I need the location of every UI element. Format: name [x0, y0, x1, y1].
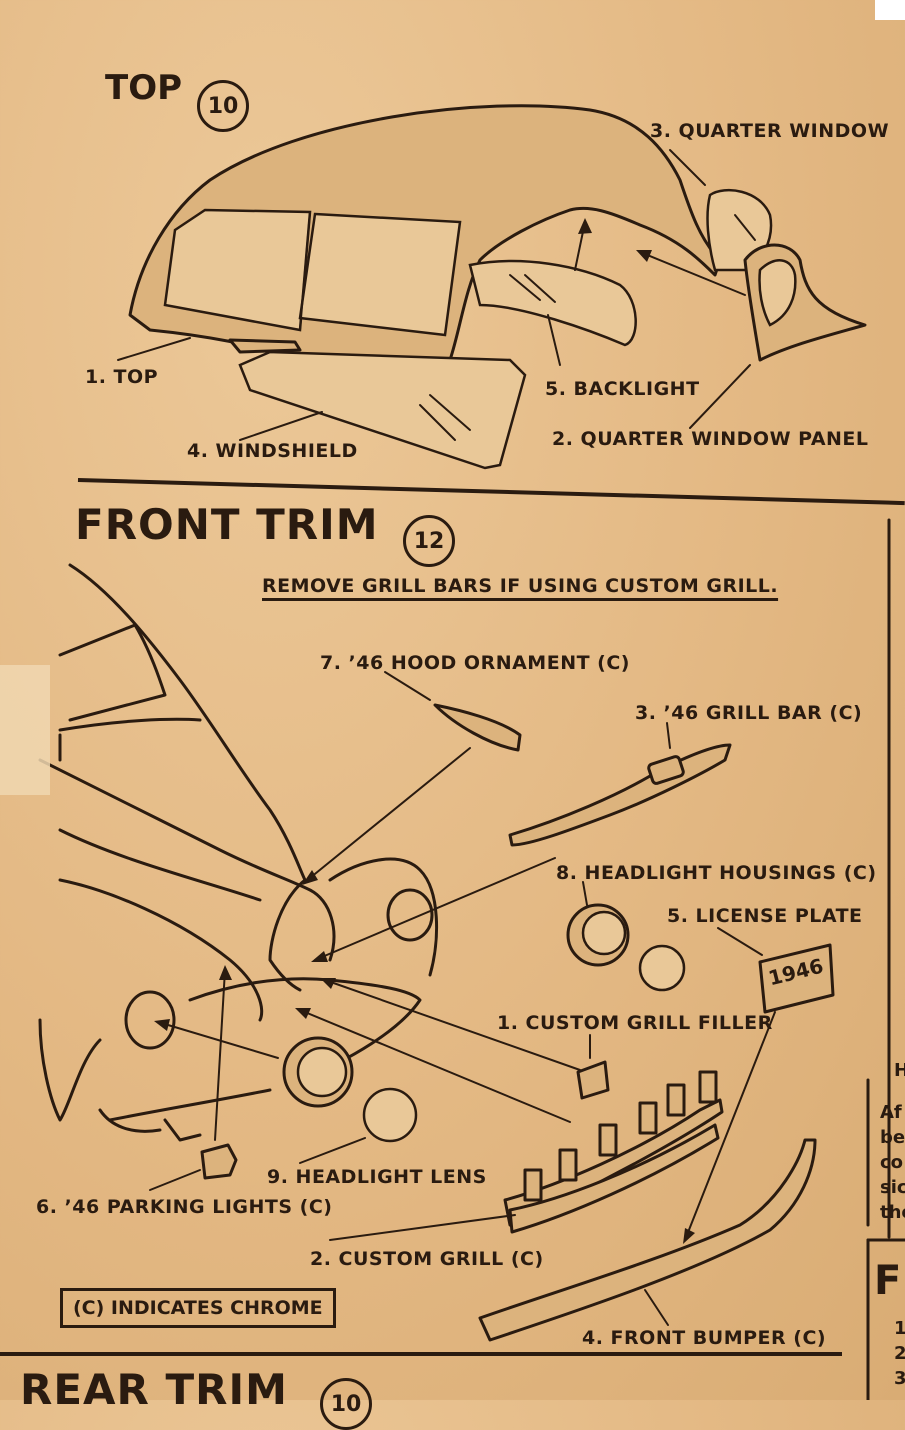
custom-grill-filler-part	[576, 1060, 610, 1100]
front-trim-section-number: 12	[403, 515, 455, 567]
label-headlight-lens: 9. HEADLIGHT LENS	[267, 1166, 487, 1188]
grill-bar-part	[508, 743, 732, 847]
rear-trim-section-number: 10	[320, 1378, 372, 1430]
chrome-note: (C) INDICATES CHROME	[60, 1288, 336, 1328]
right-fragment-8: 1	[894, 1318, 905, 1339]
label-parking-lights: 6. ’46 PARKING LIGHTS (C)	[36, 1196, 333, 1218]
right-fragment-1: H	[894, 1060, 905, 1081]
paper-corner	[875, 0, 905, 20]
front-trim-section-title: FRONT TRIM	[75, 500, 379, 549]
label-custom-grill: 2. CUSTOM GRILL (C)	[310, 1248, 544, 1270]
label-backlight: 5. BACKLIGHT	[545, 378, 700, 400]
parking-light-part	[200, 1143, 238, 1180]
label-license-plate: 5. LICENSE PLATE	[667, 905, 863, 927]
backlight-part	[468, 259, 637, 347]
right-fragment-2: Af	[880, 1102, 902, 1123]
label-hood-ornament: 7. ’46 HOOD ORNAMENT (C)	[320, 652, 630, 674]
front-trim-instruction: REMOVE GRILL BARS IF USING CUSTOM GRILL.	[262, 575, 779, 597]
label-top: 1. TOP	[85, 366, 159, 388]
car-body	[68, 563, 307, 882]
section-divider-front	[0, 1352, 842, 1356]
paper-fold	[0, 665, 50, 795]
right-fragment-10: 3	[894, 1368, 905, 1389]
front-bumper-part	[478, 1138, 817, 1342]
top-section-number: 10	[197, 80, 249, 132]
top-section-title: TOP	[105, 68, 183, 108]
headlight-lens-part	[638, 944, 686, 992]
right-fragment-6: the	[880, 1202, 905, 1223]
right-fragment-7: F	[874, 1258, 902, 1304]
label-custom-grill-filler: 1. CUSTOM GRILL FILLER	[497, 1012, 773, 1034]
right-fragment-4: co	[880, 1152, 904, 1173]
label-quarter-window: 3. QUARTER WINDOW	[650, 120, 890, 142]
right-fragment-9: 2	[894, 1343, 905, 1364]
label-grill-bar: 3. ’46 GRILL BAR (C)	[635, 702, 863, 724]
label-front-bumper: 4. FRONT BUMPER (C)	[582, 1327, 827, 1349]
right-fragment-3: be	[880, 1127, 905, 1148]
rear-trim-section-title: REAR TRIM	[20, 1365, 288, 1414]
label-headlight-housings: 8. HEADLIGHT HOUSINGS (C)	[556, 862, 877, 884]
license-plate-part	[758, 943, 835, 1014]
line-art	[38, 104, 905, 1400]
hood-ornament-part	[433, 703, 522, 752]
label-windshield: 4. WINDSHIELD	[187, 440, 358, 462]
right-fragment-5: sic	[880, 1177, 905, 1198]
label-quarter-window-panel: 2. QUARTER WINDOW PANEL	[552, 428, 869, 450]
